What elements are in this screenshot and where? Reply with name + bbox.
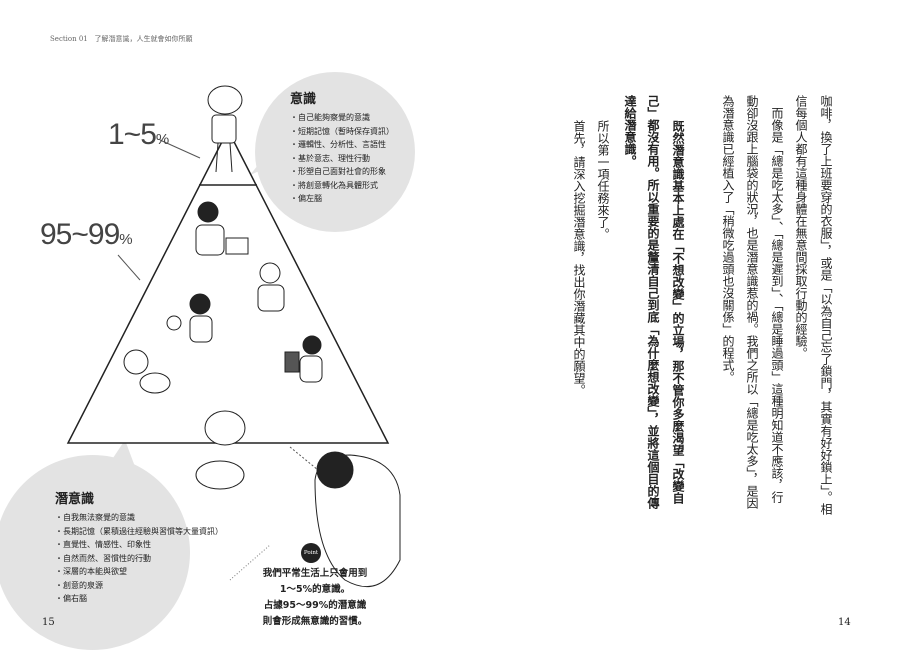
body-column: 動卻沒跟上腦袋的狀況，也是潛意識惹的禍。我們之所以「總是吃太多」，是因 bbox=[745, 95, 759, 509]
body-column: 首先，請深入挖掘潛意識，找出你潛藏其中的願望。 bbox=[572, 120, 586, 396]
conscious-bubble: 意識 自己能夠察覺的意識 短期記憶（暫時保存資訊） 邏輯性、分析性、言語性 基於… bbox=[290, 88, 394, 206]
conscious-bubble-tail bbox=[250, 150, 285, 175]
point-summary: 我們平常生活上只會用到 1～5%的意識。 占據95～99%的潛意識 則會形成無意… bbox=[240, 566, 390, 630]
list-item: 將創意轉化為具體形式 bbox=[290, 179, 394, 193]
list-item: 直覺性、情感性、印象性 bbox=[55, 538, 223, 552]
list-item: 偏右腦 bbox=[55, 592, 223, 606]
page-number-left: 15 bbox=[42, 617, 55, 628]
list-item: 基於意志、理性行動 bbox=[290, 152, 394, 166]
point-line: 占據95～99%的潛意識 bbox=[263, 600, 367, 611]
body-column-bold: 己」都沒有用。所以重要的是釐清自己到底「為什麼想改變」，並將這個目的傳 bbox=[646, 95, 660, 509]
section-title: 了解潛意識，人生就會如你所願 bbox=[94, 35, 193, 43]
body-column: 咖啡，換了上班要穿的衣服」，或是「以為自己忘了鎖門，其實有好好鎖上」。相 bbox=[819, 95, 833, 515]
point-line: 我們平常生活上只會用到 bbox=[262, 568, 368, 579]
list-item: 深層的本能與欲望 bbox=[55, 565, 223, 579]
list-item: 短期記憶（暫時保存資訊） bbox=[290, 125, 394, 139]
point-leader bbox=[289, 446, 319, 471]
people-illustration-icon bbox=[123, 201, 401, 588]
conscious-figure-icon bbox=[207, 85, 243, 173]
list-item: 長期記憶（累積過往經驗與習慣等大量資訊） bbox=[55, 525, 223, 539]
body-column-bold: 既然潛意識基本上處在「不想改變」的立場，那不管你多麼渴望「改變自 bbox=[671, 120, 685, 504]
body-column: 而像是「總是吃太多」、「總是遲到」、「總是睡過頭」這種明知道不應該，行 bbox=[770, 107, 784, 503]
list-item: 邏輯性、分析性、言語性 bbox=[290, 138, 394, 152]
conscious-percent-label: 1~5% bbox=[108, 118, 169, 151]
bottom-label-leader bbox=[117, 254, 141, 281]
body-column: 所以第一項任務來了。 bbox=[596, 120, 610, 240]
page-number-right: 14 bbox=[838, 617, 851, 628]
subconscious-title: 潛意識 bbox=[55, 492, 95, 507]
list-item: 自我無法察覺的意識 bbox=[55, 511, 223, 525]
list-item: 自然而然、習慣性的行動 bbox=[55, 552, 223, 566]
body-column-bold: 達給潛意識。 bbox=[623, 95, 637, 167]
subconscious-percent-label: 95~99% bbox=[40, 218, 133, 251]
conscious-list: 自己能夠察覺的意識 短期記憶（暫時保存資訊） 邏輯性、分析性、言語性 基於意志、… bbox=[290, 111, 394, 206]
point-line: 則會形成無意識的習慣。 bbox=[262, 616, 368, 627]
list-item: 自己能夠察覺的意識 bbox=[290, 111, 394, 125]
running-header: Section 01 了解潛意識，人生就會如你所願 bbox=[50, 34, 192, 44]
subconscious-bubble: 潛意識 自我無法察覺的意識 長期記憶（累積過往經驗與習慣等大量資訊） 直覺性、情… bbox=[55, 488, 223, 606]
conscious-title: 意識 bbox=[290, 92, 317, 107]
body-column: 為潛意識已經植入了「稍微吃過頭也沒關係」的程式。 bbox=[721, 95, 735, 383]
list-item: 形塑自己面對社會的形象 bbox=[290, 165, 394, 179]
point-badge: Point bbox=[301, 543, 321, 563]
body-column: 信每個人都有這種身體在無意間採取行動的經驗。 bbox=[794, 95, 808, 359]
list-item: 偏左腦 bbox=[290, 192, 394, 206]
point-line: 1～5%的意識。 bbox=[279, 584, 351, 595]
top-label-leader bbox=[159, 139, 201, 159]
subconscious-bubble-tail bbox=[105, 440, 140, 480]
subconscious-list: 自我無法察覺的意識 長期記憶（累積過往經驗與習慣等大量資訊） 直覺性、情感性、印… bbox=[55, 511, 223, 606]
section-number: Section 01 bbox=[50, 35, 88, 43]
list-item: 創意的泉源 bbox=[55, 579, 223, 593]
